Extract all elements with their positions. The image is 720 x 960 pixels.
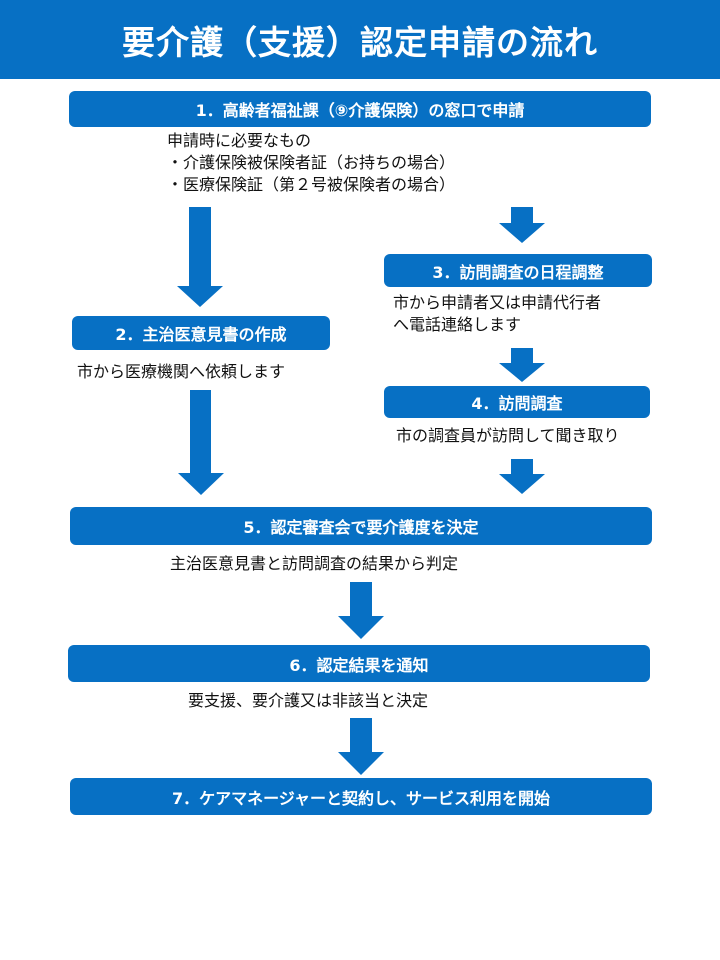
step-1-box: 1．高齢者福祉課（⑨介護保険）の窓口で申請: [69, 91, 651, 127]
step-1-note-heading: 申請時に必要なもの: [167, 131, 312, 150]
step-1-label: 1．高齢者福祉課（⑨介護保険）の窓口で申請: [195, 101, 525, 120]
step-4-box: 4．訪問調査: [384, 386, 650, 418]
step-2-label: 2．主治医意見書の作成: [115, 325, 287, 344]
step-1-note-item: ・介護保険被保険者証（お持ちの場合）: [167, 153, 456, 172]
page-title: 要介護（支援）認定申請の流れ: [122, 22, 598, 62]
step-5-note: 主治医意見書と訪問調査の結果から判定: [170, 554, 459, 573]
step-4-label: 4．訪問調査: [471, 394, 563, 413]
step-6-note: 要支援、要介護又は非該当と決定: [188, 691, 429, 710]
arrow-down-icon: [499, 348, 545, 382]
step-4-note: 市の調査員が訪問して聞き取り: [396, 426, 620, 445]
arrow-down-icon: [338, 718, 384, 775]
arrow-down-icon: [177, 207, 223, 307]
title-banner: 要介護（支援）認定申請の流れ: [0, 0, 720, 79]
step-5-label: 5．認定審査会で要介護度を決定: [243, 518, 479, 537]
step-3-label: 3．訪問調査の日程調整: [432, 262, 604, 282]
arrow-down-icon: [499, 207, 545, 243]
step-7-label: 7．ケアマネージャーと契約し、サービス利用を開始: [171, 788, 550, 808]
step-3-note: へ電話連絡します: [393, 315, 522, 334]
step-2-note: 市から医療機関へ依頼します: [77, 362, 286, 381]
arrow-down-icon: [499, 459, 545, 495]
step-3-box: 3．訪問調査の日程調整: [384, 254, 652, 287]
arrow-down-icon: [178, 390, 224, 495]
step-5-box: 5．認定審査会で要介護度を決定: [70, 507, 652, 545]
step-3-note: 市から申請者又は申請代行者: [393, 293, 602, 312]
step-6-label: 6．認定結果を通知: [289, 655, 429, 675]
step-6-box: 6．認定結果を通知: [68, 645, 650, 682]
arrow-down-icon: [338, 582, 384, 639]
step-7-box: 7．ケアマネージャーと契約し、サービス利用を開始: [70, 778, 652, 815]
step-1-note-item: ・医療保険証（第２号被保険者の場合）: [167, 175, 456, 194]
step-2-box: 2．主治医意見書の作成: [72, 316, 330, 350]
